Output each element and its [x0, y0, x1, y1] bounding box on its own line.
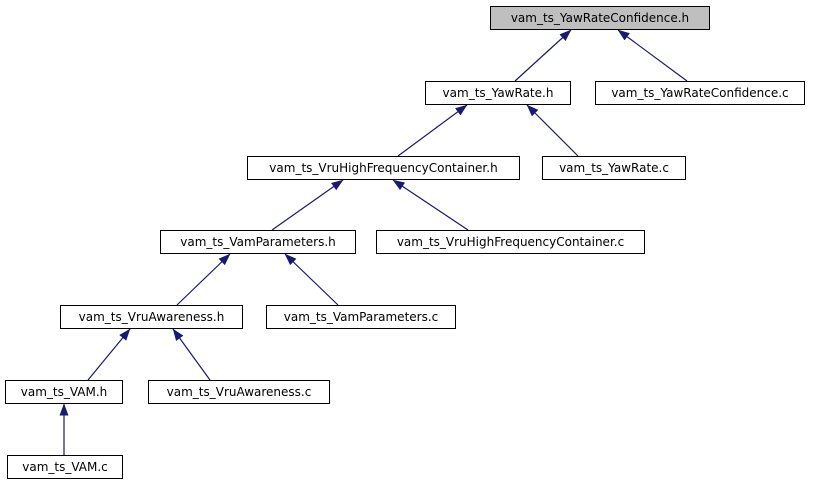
- graph-node-label: vam_ts_VruHighFrequencyContainer.c: [396, 235, 625, 249]
- graph-node-label: vam_ts_VAM.h: [20, 385, 108, 399]
- graph-node-yawrateconfidence_h[interactable]: vam_ts_YawRateConfidence.h: [490, 6, 710, 30]
- include-edge-vruawareness_h-to-vamparameters_h: [176, 253, 231, 306]
- graph-node-label: vam_ts_VruAwareness.h: [78, 310, 225, 324]
- graph-node-label: vam_ts_YawRateConfidence.h: [510, 11, 690, 25]
- graph-node-label: vam_ts_YawRate.c: [559, 161, 669, 175]
- graph-node-vamparameters_h[interactable]: vam_ts_VamParameters.h: [160, 230, 356, 254]
- graph-node-label: vam_ts_VamParameters.c: [283, 310, 439, 324]
- graph-node-vamparameters_c[interactable]: vam_ts_VamParameters.c: [266, 305, 456, 329]
- graph-node-vruhighfreq_c[interactable]: vam_ts_VruHighFrequencyContainer.c: [376, 230, 645, 254]
- graph-node-label: vam_ts_YawRateConfidence.c: [611, 86, 789, 100]
- graph-node-vruawareness_c[interactable]: vam_ts_VruAwareness.c: [148, 380, 330, 404]
- include-edge-yawrateconfidence_c-to-yawrateconfidence_h: [617, 29, 688, 82]
- include-edge-vruhighfreq_h-to-yawrate_h: [397, 104, 468, 157]
- include-edge-vruawareness_c-to-vruawareness_h: [172, 328, 211, 381]
- include-edge-yawrate_h-to-yawrateconfidence_h: [514, 29, 572, 82]
- graph-node-label: vam_ts_VamParameters.h: [180, 235, 336, 249]
- include-edge-vamparameters_h-to-vruhighfreq_h: [271, 179, 344, 231]
- graph-node-label: vam_ts_VAM.c: [22, 460, 108, 474]
- graph-node-vam_h[interactable]: vam_ts_VAM.h: [5, 380, 123, 404]
- graph-node-yawrateconfidence_c[interactable]: vam_ts_YawRateConfidence.c: [595, 81, 805, 105]
- graph-node-yawrate_c[interactable]: vam_ts_YawRate.c: [542, 156, 686, 180]
- include-edge-vam_h-to-vruawareness_h: [87, 328, 131, 381]
- include-edge-yawrate_c-to-yawrate_h: [526, 104, 579, 157]
- graph-node-label: vam_ts_VruAwareness.c: [166, 385, 312, 399]
- edge-group: [59, 29, 688, 455]
- graph-node-vam_c[interactable]: vam_ts_VAM.c: [7, 455, 123, 479]
- graph-node-vruhighfreq_h[interactable]: vam_ts_VruHighFrequencyContainer.h: [247, 156, 520, 180]
- graph-node-vruawareness_h[interactable]: vam_ts_VruAwareness.h: [60, 305, 243, 329]
- graph-node-label: vam_ts_YawRate.h: [442, 86, 554, 100]
- include-edge-vamparameters_c-to-vamparameters_h: [284, 253, 339, 306]
- include-edge-vruhighfreq_c-to-vruhighfreq_h: [392, 179, 469, 231]
- graph-node-yawrate_h[interactable]: vam_ts_YawRate.h: [425, 81, 571, 105]
- graph-node-label: vam_ts_VruHighFrequencyContainer.h: [269, 161, 498, 175]
